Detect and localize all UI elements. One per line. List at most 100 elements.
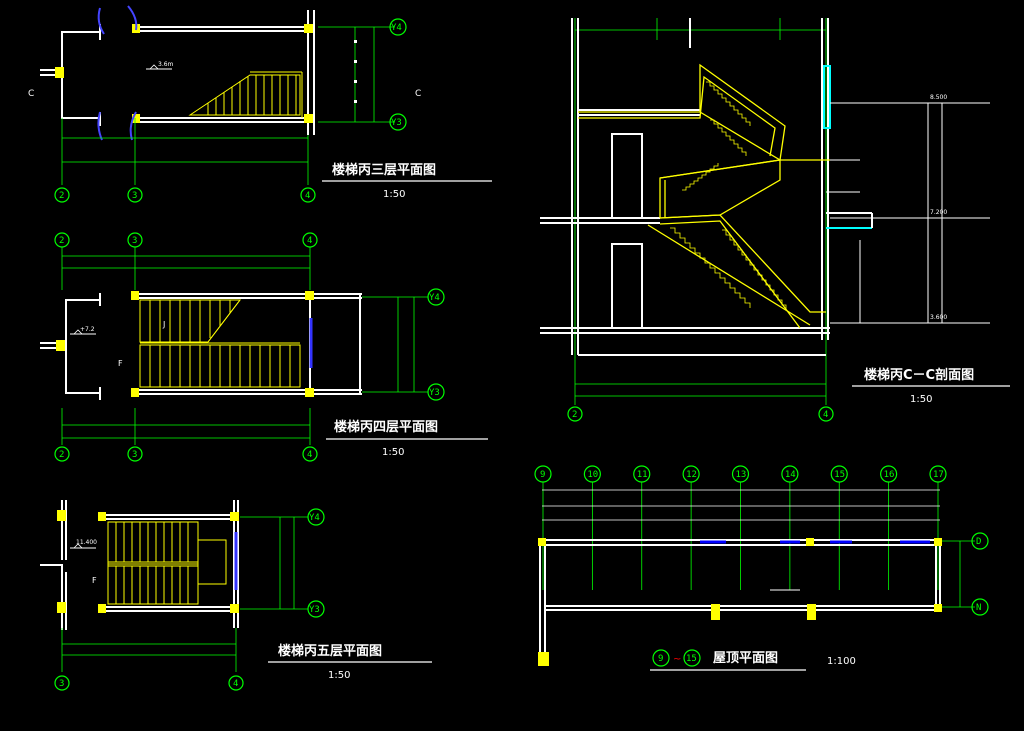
column-marker: [98, 604, 106, 613]
plan-fifth-title: 楼梯丙五层平面图: [278, 643, 382, 659]
axis-label: 3: [132, 191, 137, 201]
section-dimensions: [574, 18, 827, 405]
column-marker: [131, 388, 139, 397]
column-marker: [538, 652, 549, 666]
roof-axis-bubbles: 9 10 11 12 13 14 15 16 17: [534, 465, 947, 590]
roof-plan-scale: 1:100: [827, 656, 856, 667]
section-cc-scale: 1:50: [910, 394, 932, 405]
axis-label: Y3: [429, 388, 440, 398]
column-marker: [55, 67, 64, 78]
axis-label: 16: [884, 470, 895, 480]
column-marker: [806, 538, 814, 546]
roof-plan: 9 10 11 12 13 14 15 16 17: [534, 465, 989, 671]
axis-label: 17: [933, 470, 944, 480]
plan-fifth-floor: F 11.400 3 4 Y4 Y3 楼梯丙五层平面图 1: [40, 500, 432, 691]
axis-bubble: [731, 465, 750, 483]
glass-window-icon: [823, 65, 831, 129]
axis-label: 2: [59, 450, 64, 460]
axis-label: Y3: [391, 118, 402, 128]
section-mark-left: C: [28, 89, 34, 99]
section-walls: [540, 18, 830, 356]
plan-fourth-title: 楼梯丙四层平面图: [334, 419, 438, 435]
column-marker: [711, 604, 720, 620]
plan-fifth-scale: 1:50: [328, 670, 350, 681]
plan-fourth-axis-bubbles: 2 3 4 Y4 Y3: [54, 288, 445, 462]
plan-third-walls: [40, 10, 315, 135]
axis-label: 3: [132, 450, 137, 460]
axis-bubble: [583, 465, 601, 483]
column-marker: [305, 388, 314, 397]
section-mark-right: C: [415, 89, 421, 99]
section-cc: 8.500 7.200 3.600 2 4 楼梯丙C－C剖面图 1:50: [540, 18, 1010, 422]
roof-dimensions: [542, 489, 940, 521]
axis-label: Y3: [309, 605, 320, 615]
column-marker: [807, 604, 816, 620]
plan-third-floor: 3.6m C C 2 3 4: [28, 5, 492, 203]
axis-bubble: [929, 465, 947, 483]
plan-fourth-stair: [139, 299, 301, 388]
column-marker: [98, 512, 106, 521]
roof-plan-title: 屋顶平面图: [713, 651, 778, 666]
column-marker: [934, 538, 942, 546]
roof-range-start: 9: [658, 654, 663, 664]
axis-bubble: [830, 465, 848, 483]
section-stair: [578, 63, 830, 329]
axis-label: 4: [305, 191, 310, 201]
range-tilde-icon: ~: [673, 654, 681, 665]
plan-third-axis-bubbles: 2 3 4 Y4 Y3: [54, 18, 407, 203]
section-canopy: [826, 191, 873, 229]
column-marker: [57, 510, 66, 521]
plan-fifth-level-marker: 11.400: [70, 539, 97, 549]
plan-third-level-marker: 3.6m: [146, 61, 174, 70]
section-cc-title: 楼梯丙C－C剖面图: [864, 367, 974, 383]
column-marker: [538, 538, 546, 546]
plan-third-title: 楼梯丙三层平面图: [332, 162, 436, 178]
up-direction-label: J: [162, 320, 165, 329]
axis-label: 9: [540, 470, 545, 480]
column-marker: [56, 340, 65, 351]
roof-walls: [539, 539, 941, 655]
roof-right-axis-bubbles: D N: [971, 532, 989, 616]
plan-fourth-level-marker: +7.2: [70, 326, 96, 335]
column-marker: [304, 114, 313, 123]
dimension-ticks: [354, 40, 357, 103]
axis-label: 14: [785, 470, 796, 480]
axis-label: 12: [686, 470, 697, 480]
axis-label: 13: [736, 470, 747, 480]
axis-label: 15: [834, 470, 845, 480]
plan-third-scale: 1:50: [383, 189, 405, 200]
column-marker: [131, 291, 139, 300]
axis-bubble: [781, 465, 799, 483]
level-label: 3.6m: [158, 61, 174, 68]
plan-fourth-walls: [40, 293, 362, 400]
axis-label: 10: [587, 470, 598, 480]
plan-fifth-axis-bubbles: 3 4 Y4 Y3: [54, 508, 325, 691]
column-marker: [230, 512, 239, 521]
axis-label: 3: [59, 679, 64, 689]
column-marker: [934, 604, 942, 612]
axis-label: Y4: [391, 23, 402, 33]
axis-label: 4: [823, 410, 828, 420]
axis-label: 4: [307, 450, 312, 460]
column-marker: [305, 291, 314, 300]
axis-label: 4: [233, 679, 238, 689]
axis-label: Y4: [429, 293, 440, 303]
door-swing-icon: [97, 7, 105, 35]
down-direction-label: F: [92, 576, 97, 585]
axis-label: 4: [307, 236, 312, 246]
roof-title-group: 9 ~ 15 屋顶平面图 1:100: [650, 649, 856, 671]
axis-label: 2: [59, 191, 64, 201]
door-swing-icon: [127, 5, 138, 31]
axis-label: Y4: [309, 513, 320, 523]
section-level-lines: [830, 102, 990, 324]
axis-label: 11: [637, 470, 648, 480]
level-label: +7.2: [80, 326, 95, 333]
axis-bubble: [534, 465, 552, 483]
column-marker: [304, 24, 313, 33]
roof-right-dimensions: [942, 540, 975, 608]
plan-fifth-dimensions: [61, 516, 308, 672]
axis-label: 2: [572, 410, 577, 420]
axis-label: 3: [132, 236, 137, 246]
axis-label: N: [976, 603, 981, 613]
column-marker: [57, 602, 66, 613]
